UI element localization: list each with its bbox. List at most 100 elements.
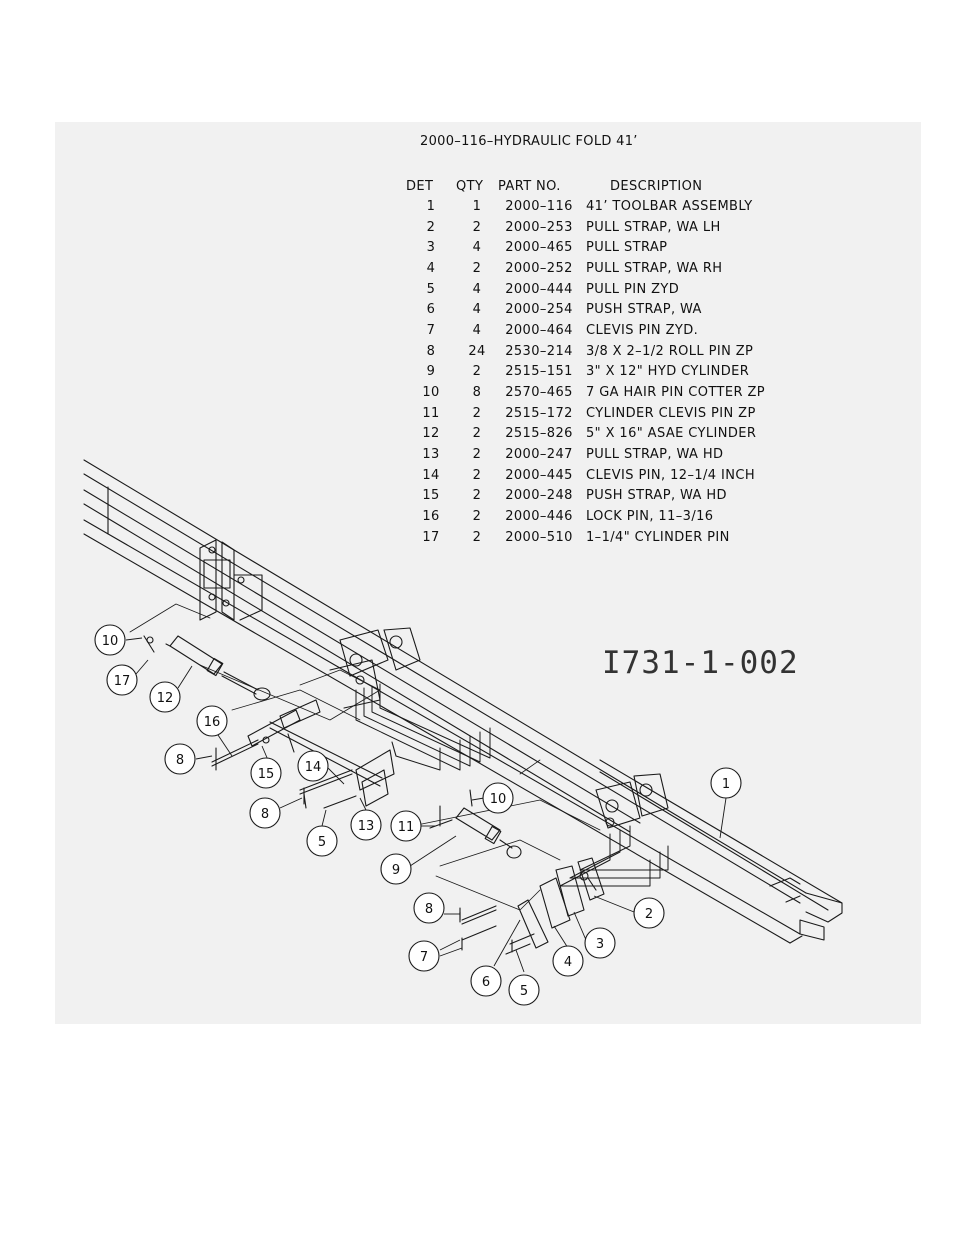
callout-label: 14 [305,760,322,775]
cell-part-no: 2000–247 [505,447,573,463]
cell-description: LOCK PIN, 11–3/16 [586,509,714,525]
header-description: DESCRIPTION [610,178,703,194]
cell-description: 7 GA HAIR PIN COTTER ZP [586,385,765,401]
callout-label: 3 [596,937,604,952]
cell-part-no: 2000–445 [505,467,573,483]
cell-qty: 2 [472,426,482,442]
parts-table-row: 17 2 2000–510 1–1/4" CYLINDER PIN [406,527,765,548]
callout-circle [250,757,282,789]
callout-label: 10 [102,634,119,649]
cell-part-no: 2000–465 [505,240,573,256]
cylinder-9 [429,789,522,859]
cell-qty: 4 [472,302,482,318]
cell-part-no: 2530–214 [505,343,573,359]
cell-det: 3 [426,240,436,256]
callout-label: 15 [258,767,275,782]
cell-part-no: 2515–172 [505,405,573,421]
cell-description: PULL STRAP [586,240,668,256]
cell-description: CLEVIS PIN ZYD. [586,322,699,338]
cell-det: 13 [422,447,440,463]
cell-part-no: 2515–826 [505,426,573,442]
toolbar-frame [83,459,843,944]
strap-assembly-13-14 [269,721,397,809]
callout-label: 16 [204,715,221,730]
callout-label: 6 [482,975,490,990]
cell-description: 5" X 16" ASAE CYLINDER [586,426,757,442]
cell-part-no: 2000–510 [505,529,573,545]
cell-qty: 8 [472,385,482,401]
callout-circle [249,797,281,829]
header-qty: QTY [456,178,484,194]
callout-label: 5 [318,835,326,850]
header-part-no: PART NO. [498,178,561,194]
cell-qty: 24 [468,343,486,359]
drawing-number: I731-1-002 [602,645,799,681]
callout-circle [584,927,616,959]
cell-qty: 2 [472,405,482,421]
cell-det: 10 [422,385,440,401]
cell-description: 1–1/4" CYLINDER PIN [586,529,730,545]
strap-assembly-15-16 [211,699,321,767]
callout-circle [552,945,584,977]
callout-label: 12 [157,691,174,706]
header-det: DET [406,178,434,194]
cell-qty: 2 [472,260,482,276]
hydraulic-lines-left [355,683,491,771]
cell-description: 41’ TOOLBAR ASSEMBLY [586,198,753,214]
cell-det: 5 [426,281,436,297]
assembly-guide-lines [129,603,601,911]
cell-description: PUSH STRAP, WA HD [586,488,727,504]
callout-circle [413,892,445,924]
callout-circle [470,965,502,997]
cell-part-no: 2000–253 [505,219,573,235]
cell-det: 17 [422,529,440,545]
cell-qty: 1 [472,198,482,214]
callout-circle [508,974,540,1006]
callout-label: 9 [392,863,400,878]
cell-description: CYLINDER CLEVIS PIN ZP [586,405,756,421]
cell-part-no: 2570–465 [505,385,573,401]
callout-circle [106,664,138,696]
cell-part-no: 2000–116 [505,198,573,214]
cell-part-no: 2000–254 [505,302,573,318]
cell-qty: 2 [472,529,482,545]
callout-label: 17 [114,674,131,689]
cell-part-no: 2515–151 [505,364,573,380]
callout-label: 5 [520,984,528,999]
center-hinge [329,627,421,709]
cell-part-no: 2000–252 [505,260,573,276]
right-hinge [595,773,669,829]
cell-det: 14 [422,467,440,483]
callout-label: 10 [490,792,507,807]
cell-det: 15 [422,488,440,504]
cell-qty: 2 [472,488,482,504]
callout-label: 8 [261,807,269,822]
callout-circle [408,940,440,972]
cell-det: 9 [426,364,436,380]
left-hinge-bracket [199,539,263,621]
callout-circle [94,624,126,656]
callout-circle [710,767,742,799]
cell-qty: 4 [472,322,482,338]
callout-circle [149,681,181,713]
cell-qty: 2 [472,467,482,483]
cell-description: PULL STRAP, WA HD [586,447,724,463]
cell-det: 4 [426,260,436,276]
cell-part-no: 2000–248 [505,488,573,504]
cell-det: 7 [426,322,436,338]
parts-table-header-row: DET QTY PART NO. DESCRIPTION [406,176,765,196]
cell-description: PULL STRAP, WA RH [586,260,723,276]
cell-description: 3" X 12" HYD CYLINDER [586,364,750,380]
